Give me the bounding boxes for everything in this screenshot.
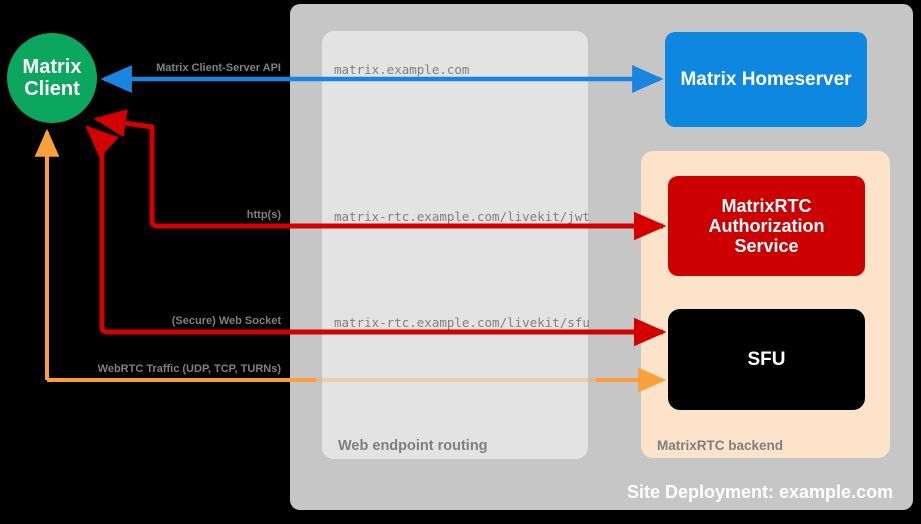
node-matrixrtc-authorization-service[interactable] xyxy=(668,176,865,276)
edge-secure-web-socket xyxy=(85,125,667,347)
edge-label-secure-web-socket: (Secure) Web Socket xyxy=(171,315,281,327)
group-web-endpoint-routing xyxy=(322,31,588,459)
group-web-endpoint-routing-caption: Web endpoint routing xyxy=(338,438,488,454)
edge-label-client-server-api: Matrix Client-Server API xyxy=(156,62,281,74)
node-sfu[interactable] xyxy=(668,309,865,410)
site-deployment-caption: Site Deployment: example.com xyxy=(627,482,894,502)
group-matrixrtc-backend-caption: MatrixRTC backend xyxy=(657,438,784,453)
endpoint-label-livekit-jwt: matrix-rtc.example.com/livekit/jwt xyxy=(334,209,590,224)
endpoint-label-matrix-example-com: matrix.example.com xyxy=(334,62,470,77)
edge-label-https-jwt: http(s) xyxy=(246,209,281,221)
node-matrix-client[interactable] xyxy=(7,33,97,123)
endpoint-label-livekit-sfu: matrix-rtc.example.com/livekit/sfu xyxy=(334,315,590,330)
edge-label-webrtc-traffic: WebRTC Traffic (UDP, TCP, TURNs) xyxy=(97,363,281,375)
node-matrix-homeserver[interactable] xyxy=(665,32,867,127)
